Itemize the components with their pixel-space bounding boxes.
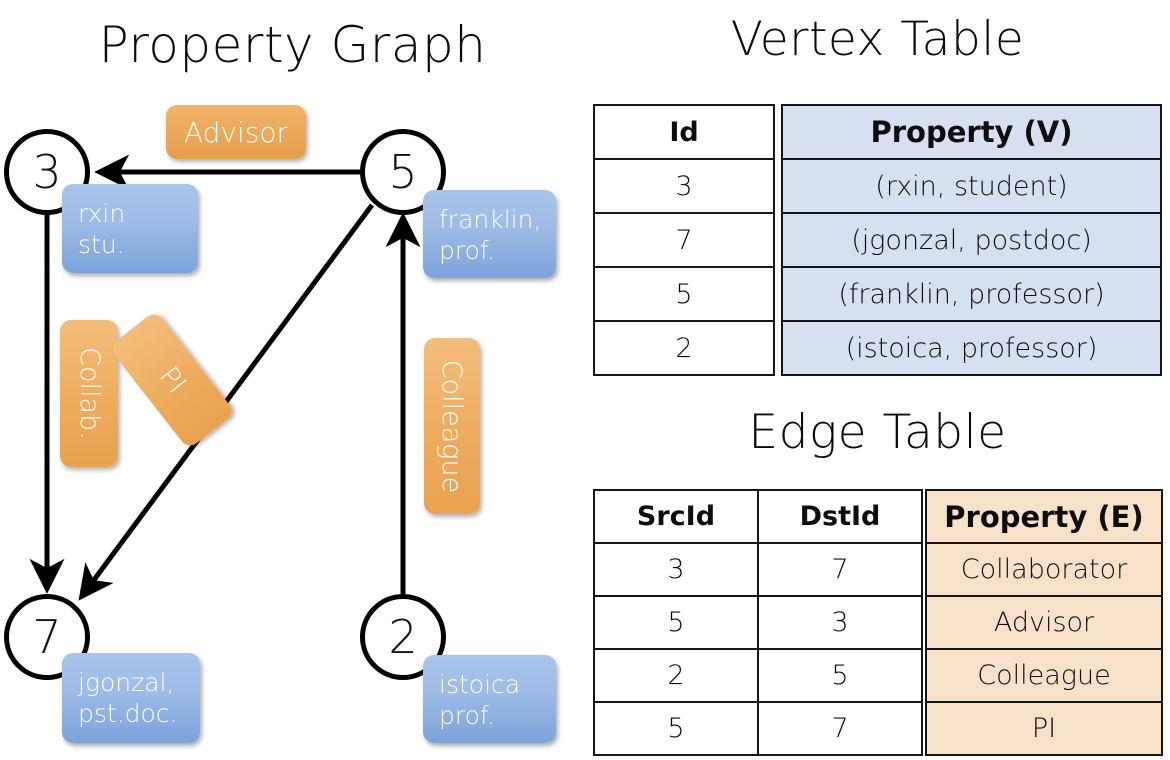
edge-srcid-cell: 2 [593, 648, 759, 703]
page-title-property-graph: Property Graph [98, 16, 487, 74]
vertex-property-box-3: rxin stu. [62, 184, 198, 273]
table-row: 5 7 [593, 701, 924, 756]
edge-line-pi [78, 203, 375, 601]
graph-node-2[interactable]: 2 [360, 594, 446, 680]
edge-label-pi-text: PI [152, 360, 192, 400]
edge-dstid-cell: 5 [756, 648, 924, 703]
edge-label-collab: Collab. [60, 320, 118, 467]
table-row: (istoica, professor) [781, 320, 1162, 376]
edge-label-advisor: Advisor [166, 105, 306, 159]
graph-node-2-label: 2 [388, 610, 418, 664]
vertex-table-property-column: Property (V) (rxin, student) (jgonzal, p… [781, 104, 1162, 376]
table-row: 3 7 [593, 542, 924, 597]
vertex-table-header-property: Property (V) [781, 104, 1162, 160]
vertex-table-id-column: Id 3 7 5 2 [593, 104, 775, 376]
edge-property-cell: PI [925, 701, 1163, 756]
vertex-property-cell: (istoica, professor) [781, 320, 1162, 376]
edge-srcid-cell: 5 [593, 701, 759, 756]
edge-srcid-cell: 5 [593, 595, 759, 650]
edge-property-cell: Collaborator [925, 542, 1163, 597]
table-row: 2 5 [593, 648, 924, 703]
table-row: Collaborator [925, 542, 1163, 597]
table-row: PI [925, 701, 1163, 756]
edge-table-header-property: Property (E) [925, 489, 1163, 544]
vertex-property-box-7: jgonzal, pst.doc. [62, 653, 200, 743]
edge-dstid-cell: 7 [756, 701, 924, 756]
edge-label-advisor-text: Advisor [183, 115, 288, 149]
vertex-id-cell: 5 [593, 266, 775, 322]
table-row: 5 3 [593, 595, 924, 650]
edge-table-header-dstid: DstId [756, 489, 924, 544]
vertex-id-cell: 7 [593, 212, 775, 268]
vertex-id-cell: 2 [593, 320, 775, 376]
edge-dstid-cell: 3 [756, 595, 924, 650]
edge-label-collab-text: Collab. [73, 347, 105, 440]
vertex-property-cell: (rxin, student) [781, 158, 1162, 214]
table-header-row: Id [593, 104, 775, 160]
edge-property-cell: Colleague [925, 648, 1163, 703]
table-row: 2 [593, 320, 775, 376]
edge-dstid-cell: 7 [756, 542, 924, 597]
table-row: Advisor [925, 595, 1163, 650]
table-header-row: SrcId DstId [593, 489, 924, 544]
table-row: 3 [593, 158, 775, 214]
vertex-property-cell: (jgonzal, postdoc) [781, 212, 1162, 268]
edge-table-header-srcid: SrcId [593, 489, 759, 544]
table-header-row: Property (E) [925, 489, 1163, 544]
graph-node-7-label: 7 [32, 610, 62, 664]
table-row: 5 [593, 266, 775, 322]
graph-node-5-label: 5 [388, 145, 418, 199]
edge-table-id-columns: SrcId DstId 3 7 5 3 2 5 5 7 [593, 489, 924, 756]
vertex-property-cell: (franklin, professor) [781, 266, 1162, 322]
vertex-property-box-2: istoica prof. [423, 655, 556, 743]
vertex-property-box-5: franklin, prof. [423, 190, 556, 278]
edge-label-colleague-text: Colleague [436, 359, 468, 493]
property-graph-diagram: 3 5 7 2 rxin stu. franklin, prof. jgonza… [4, 105, 556, 743]
page-title-vertex-table: Vertex Table [730, 12, 1025, 67]
table-row: (rxin, student) [781, 158, 1162, 214]
table-row: (franklin, professor) [781, 266, 1162, 322]
edge-table-property-column: Property (E) Collaborator Advisor Collea… [925, 489, 1163, 756]
edge-srcid-cell: 3 [593, 542, 759, 597]
table-row: (jgonzal, postdoc) [781, 212, 1162, 268]
edge-label-colleague: Colleague [424, 338, 480, 514]
vertex-table-header-id: Id [593, 104, 775, 160]
graph-edges-svg [29, 154, 421, 601]
graph-node-3-label: 3 [32, 145, 62, 199]
edge-property-cell: Advisor [925, 595, 1163, 650]
vertex-id-cell: 3 [593, 158, 775, 214]
table-header-row: Property (V) [781, 104, 1162, 160]
page-title-edge-table: Edge Table [748, 405, 1007, 460]
table-row: Colleague [925, 648, 1163, 703]
table-row: 7 [593, 212, 775, 268]
